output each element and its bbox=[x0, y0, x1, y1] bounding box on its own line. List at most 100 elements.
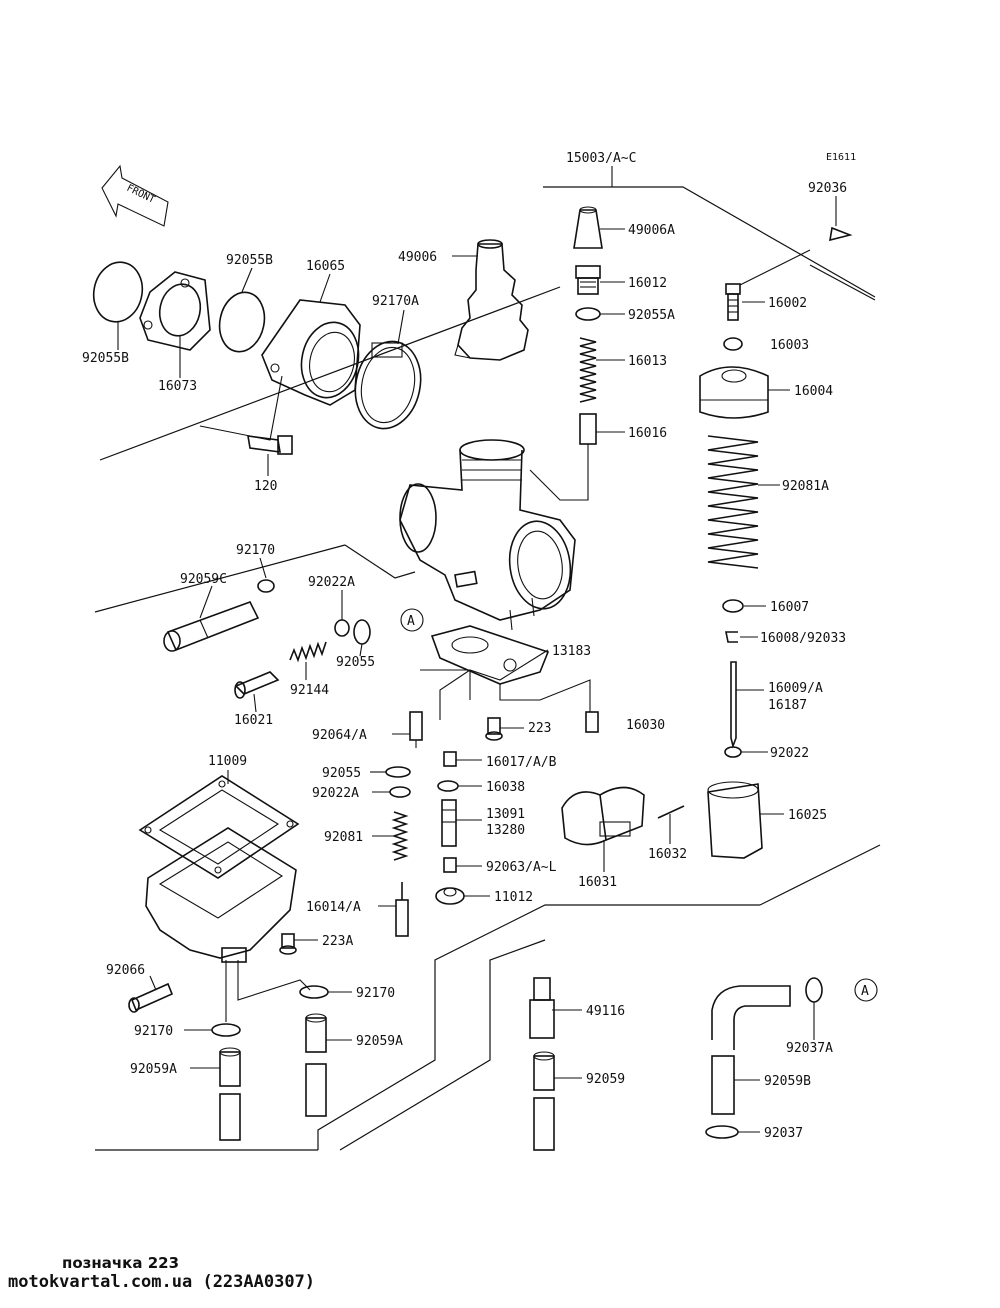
label-92170-low: 92170 bbox=[356, 986, 395, 1001]
label-16004: 16004 bbox=[794, 384, 833, 399]
label-92037A: 92037A bbox=[786, 1041, 833, 1056]
float-valve-16014 bbox=[395, 882, 409, 937]
label-92055A: 92055A bbox=[628, 308, 675, 323]
clip-92170-low-icon bbox=[299, 985, 329, 999]
label-11012: 11012 bbox=[494, 890, 533, 905]
label-16065: 16065 bbox=[306, 259, 345, 274]
label-92064: 92064/A bbox=[312, 728, 367, 743]
hose-92059B bbox=[711, 985, 791, 1115]
label-16021: 16021 bbox=[234, 713, 273, 728]
label-92081: 92081 bbox=[324, 830, 363, 845]
label-16016: 16016 bbox=[628, 426, 667, 441]
seat-11012 bbox=[435, 887, 465, 905]
label-15003: 15003/A~C bbox=[566, 151, 636, 166]
diagram-id: E1611 bbox=[826, 152, 856, 163]
label-49006: 49006 bbox=[398, 250, 437, 265]
callout-a-lower: A bbox=[854, 978, 878, 1002]
pin-16032 bbox=[657, 805, 685, 819]
seat-16007 bbox=[722, 599, 744, 613]
label-49116: 49116 bbox=[586, 1004, 625, 1019]
label-92170A: 92170A bbox=[372, 294, 419, 309]
fitting-49116 bbox=[529, 977, 555, 1039]
intake-flange-16073 bbox=[139, 271, 211, 351]
label-16009: 16009/A bbox=[768, 681, 823, 696]
screw-16002 bbox=[725, 283, 741, 321]
label-11009: 11009 bbox=[208, 754, 247, 769]
label-92055B-top: 92055B bbox=[226, 253, 273, 268]
clip-92170-top-icon bbox=[257, 579, 275, 593]
jet-16030 bbox=[585, 711, 599, 733]
label-92059C: 92059C bbox=[180, 572, 227, 587]
label-92036: 92036 bbox=[808, 181, 847, 196]
label-92170-top: 92170 bbox=[236, 543, 275, 558]
bolt-120 bbox=[247, 435, 293, 455]
hose-92059A-left bbox=[219, 1047, 241, 1141]
oring-92055A bbox=[575, 307, 601, 321]
label-92144: 92144 bbox=[290, 683, 329, 698]
front-label: FRONT bbox=[125, 183, 157, 206]
label-13091: 13091 bbox=[486, 807, 525, 822]
label-92055-mid: 92055 bbox=[336, 655, 375, 670]
jet-92064 bbox=[409, 711, 423, 748]
label-16038: 16038 bbox=[486, 780, 525, 795]
hose-92059A-mid bbox=[305, 1013, 327, 1117]
label-16014: 16014/A bbox=[306, 900, 361, 915]
spring-92144 bbox=[289, 641, 327, 663]
carburetor-body bbox=[399, 439, 576, 631]
boot-49006 bbox=[454, 239, 529, 361]
clip-92037-icon bbox=[705, 1125, 739, 1139]
needle-jet-13091 bbox=[441, 799, 457, 847]
label-16032: 16032 bbox=[648, 847, 687, 862]
oring-92055-mid bbox=[353, 619, 371, 645]
spring-92081A bbox=[707, 435, 759, 569]
label-16012: 16012 bbox=[628, 276, 667, 291]
front-arrow-icon: FRONT bbox=[101, 164, 169, 227]
clip-92037A-icon bbox=[805, 977, 823, 1003]
label-16007: 16007 bbox=[770, 600, 809, 615]
plug-92063 bbox=[443, 857, 457, 873]
adjuster-16012 bbox=[575, 265, 601, 295]
cap-49006A bbox=[573, 206, 603, 249]
label-92059B: 92059B bbox=[764, 1074, 811, 1089]
label-223A: 223A bbox=[322, 934, 353, 949]
callout-a-upper: A bbox=[400, 608, 424, 632]
main-jet-16017 bbox=[443, 751, 457, 767]
label-92059A-mid: 92059A bbox=[356, 1034, 403, 1049]
clip-16008-icon bbox=[725, 631, 738, 643]
footer-caption: позначка 223 bbox=[62, 1254, 180, 1272]
jet-needle-16009 bbox=[730, 661, 737, 749]
drain-screw-92066 bbox=[128, 982, 174, 1013]
label-92063: 92063/A~L bbox=[486, 860, 557, 875]
label-16017: 16017/A/B bbox=[486, 755, 557, 770]
screw-223A bbox=[279, 933, 297, 955]
label-16025: 16025 bbox=[788, 808, 827, 823]
label-16187: 16187 bbox=[768, 698, 807, 713]
oring-16038 bbox=[437, 780, 459, 792]
clip-92036-icon bbox=[829, 226, 853, 242]
section-frame-lines bbox=[94, 186, 881, 1151]
label-16031: 16031 bbox=[578, 875, 617, 890]
screw-223 bbox=[485, 717, 503, 741]
gasket-11009 bbox=[138, 775, 300, 879]
label-92022A-low: 92022A bbox=[312, 786, 359, 801]
throttle-stop-16016 bbox=[579, 413, 597, 460]
washer-92022 bbox=[724, 746, 742, 758]
gasket-13183 bbox=[430, 625, 550, 685]
label-92059A-left: 92059A bbox=[130, 1062, 177, 1077]
label-92055B-left: 92055B bbox=[82, 351, 129, 366]
label-16030: 16030 bbox=[626, 718, 665, 733]
pilot-screw-16021 bbox=[234, 671, 280, 699]
throttle-valve-16025 bbox=[707, 781, 763, 859]
label-16013: 16013 bbox=[628, 354, 667, 369]
cap-16004 bbox=[699, 366, 769, 419]
label-92059: 92059 bbox=[586, 1072, 625, 1087]
spring-16013 bbox=[579, 337, 597, 403]
label-92022: 92022 bbox=[770, 746, 809, 761]
svg-text:A: A bbox=[861, 984, 869, 999]
nut-16003 bbox=[723, 337, 743, 351]
label-92066: 92066 bbox=[106, 963, 145, 978]
float-16031 bbox=[561, 786, 645, 846]
washer-92022A-top bbox=[334, 619, 350, 637]
